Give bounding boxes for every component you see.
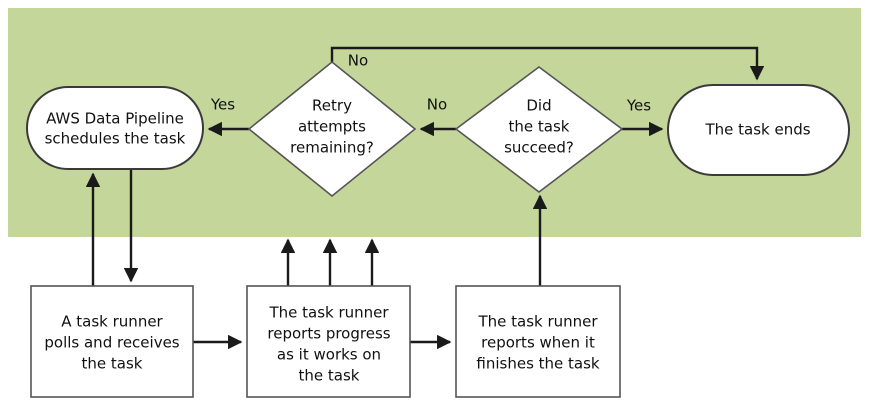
edge-label-retry-yes: Yes <box>210 96 235 114</box>
node-label-line: Did <box>526 97 551 115</box>
node-did-the-task-succeed[interactable]: Did the task succeed? <box>454 66 624 194</box>
node-label-line: schedules the task <box>45 130 186 148</box>
node-label-line: succeed? <box>504 139 574 157</box>
edge-retry-no-to-ends <box>330 46 765 81</box>
node-label-line: the task <box>299 367 360 385</box>
node-label-line: Retry <box>312 97 352 115</box>
node-label-line: the task <box>82 355 143 373</box>
edge-label-retry-no: No <box>348 52 368 70</box>
node-label-line: reports progress <box>267 325 390 343</box>
node-aws-data-pipeline-schedules[interactable]: AWS Data Pipeline schedules the task <box>26 86 204 170</box>
node-label-line: reports when it <box>481 334 595 352</box>
node-label-line: as it works on <box>277 346 381 364</box>
edge-label-succeed-no: No <box>427 96 447 114</box>
edge-label-succeed-yes: Yes <box>626 97 651 115</box>
node-label-line: polls and receives <box>44 334 179 352</box>
node-label-line: The task ends <box>704 121 810 139</box>
node-the-task-ends[interactable]: The task ends <box>667 84 850 176</box>
node-task-runner-reports-progress[interactable]: The task runner reports progress as it w… <box>246 285 411 398</box>
node-label-line: remaining? <box>290 139 374 157</box>
node-label-line: A task runner <box>61 313 163 331</box>
node-label-line: attempts <box>298 118 366 136</box>
node-label-line: finishes the task <box>476 355 600 373</box>
node-retry-attempts-remaining[interactable]: Retry attempts remaining? <box>247 60 417 198</box>
node-label-line: AWS Data Pipeline <box>46 110 184 128</box>
node-label-line: The task runner <box>268 304 389 322</box>
node-label-line: The task runner <box>477 313 598 331</box>
node-task-runner-polls[interactable]: A task runner polls and receives the tas… <box>30 285 194 398</box>
node-task-runner-reports-finish[interactable]: The task runner reports when it finishes… <box>455 285 621 398</box>
node-label-line: the task <box>509 118 570 136</box>
